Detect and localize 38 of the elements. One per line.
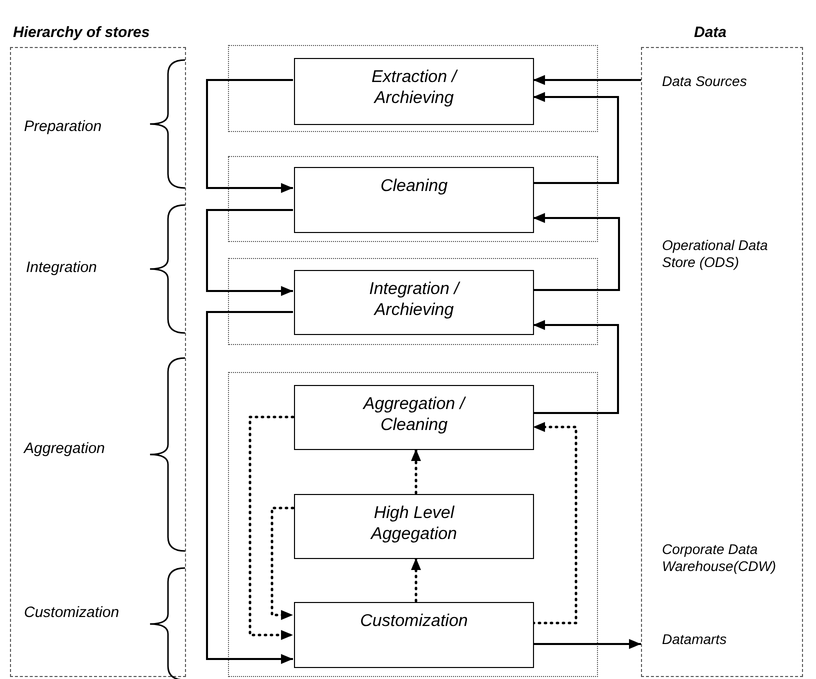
group-frame [228,258,598,345]
arrow [533,639,641,649]
process-box [294,494,534,559]
box-label: Aggregation / Cleaning [362,393,467,435]
box-label: Cleaning [379,175,449,196]
arrow [533,75,641,85]
group-frame [228,156,598,242]
stage-label: Preparation [24,118,102,135]
process-box [294,385,534,450]
group-frame [228,45,598,132]
data-layer-label: Operational Data Store (ODS) [662,237,769,271]
box-label: High Level Aggegation [369,502,458,544]
stage-label: Customization [24,604,120,621]
arrow [411,556,421,602]
process-box [294,602,534,668]
arrow [270,506,294,620]
data-layer-label: Data Sources [662,73,748,90]
box-label: Customization [359,610,469,631]
stage-label: Aggregation [24,440,105,457]
arrow [206,209,293,296]
box-label: Integration / Archieving [368,278,462,320]
arrow [206,311,293,664]
column-heading: Hierarchy of stores [13,24,150,41]
process-box [294,270,534,335]
arrow [248,416,294,640]
stage-label: Integration [26,259,97,276]
arrow [533,320,619,414]
data-layer-label: Corporate Data Warehouse(CDW) [662,541,778,575]
arrow [533,92,619,184]
arrow [206,79,293,193]
box-label: Extraction / Archieving [370,66,459,108]
data-layer-label: Datamarts [662,631,728,648]
process-box [294,167,534,233]
column-heading: Data [694,24,727,41]
arrow [533,213,620,291]
group-frame [228,372,598,677]
process-box [294,58,534,125]
arrow [411,448,421,494]
